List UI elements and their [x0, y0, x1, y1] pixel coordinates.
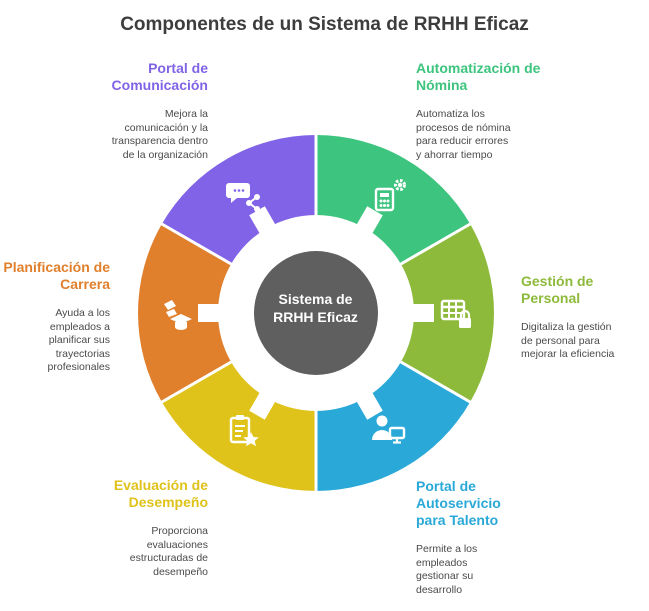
- segment-divider: [398, 221, 473, 267]
- segment-divider: [398, 359, 473, 405]
- table-lock-icon: [440, 299, 471, 328]
- label-title: Portal de Autoservicio para Talento: [416, 478, 501, 528]
- label-portal-comunicacion: Portal de Comunicación Mejora la comunic…: [38, 60, 208, 162]
- label-description: Ayuda a los empleados a planificar sus t…: [47, 307, 110, 373]
- arrow-automatizacion-nomina: [341, 206, 383, 256]
- label-description: Proporciona evaluaciones estructuradas d…: [129, 525, 208, 578]
- clipboard-star-icon: [229, 415, 259, 447]
- label-planificacion-carrera: Planificación de Carrera Ayuda a los emp…: [0, 259, 110, 375]
- arrow-gestion-personal: [382, 291, 434, 335]
- label-title: Portal de Comunicación: [111, 60, 208, 93]
- label-portal-autoservicio: Portal de Autoservicio para Talento Perm…: [416, 478, 586, 597]
- segment-portal-comunicacion: [161, 135, 316, 264]
- label-evaluacion-desempeno: Evaluación de Desempeño Proporciona eval…: [38, 477, 208, 579]
- arrow-portal-autoservicio: [341, 370, 383, 420]
- segment-portal-autoservicio: [316, 362, 471, 491]
- segment-divider: [159, 221, 234, 267]
- center-label-line2: RRHH Eficaz: [273, 309, 358, 325]
- label-description: Digitaliza la gestión de personal para m…: [521, 321, 615, 360]
- label-automatizacion-nomina: Automatización de Nómina Automatiza los …: [416, 60, 586, 162]
- label-title: Automatización de Nómina: [416, 60, 541, 93]
- label-description: Mejora la comunicación y la transparenci…: [111, 108, 208, 161]
- label-title: Evaluación de Desempeño: [113, 477, 208, 510]
- label-gestion-personal: Gestión de Personal Digitaliza la gestió…: [521, 273, 641, 362]
- arrow-portal-comunicacion: [249, 206, 291, 256]
- segment-divider: [159, 359, 234, 405]
- center-label-line1: Sistema de: [278, 291, 353, 307]
- chat-share-icon: [226, 183, 260, 212]
- graduation-cap-icon: [164, 300, 192, 330]
- label-description: Automatiza los procesos de nómina para r…: [416, 108, 511, 161]
- label-title: Gestión de Personal: [521, 273, 594, 306]
- arrow-evaluacion-desempeno: [249, 370, 291, 420]
- arrow-planificacion-carrera: [198, 291, 250, 335]
- calculator-gear-icon: [374, 179, 406, 212]
- center-label: Sistema de RRHH Eficaz: [243, 290, 388, 326]
- diagram-title: Componentes de un Sistema de RRHH Eficaz: [120, 14, 529, 35]
- label-description: Permite a los empleados gestionar su des…: [416, 543, 478, 596]
- user-monitor-icon: [372, 415, 406, 444]
- center-circle: [254, 251, 378, 375]
- label-title: Planificación de Carrera: [3, 259, 110, 292]
- segment-planificacion-carrera: [138, 224, 232, 402]
